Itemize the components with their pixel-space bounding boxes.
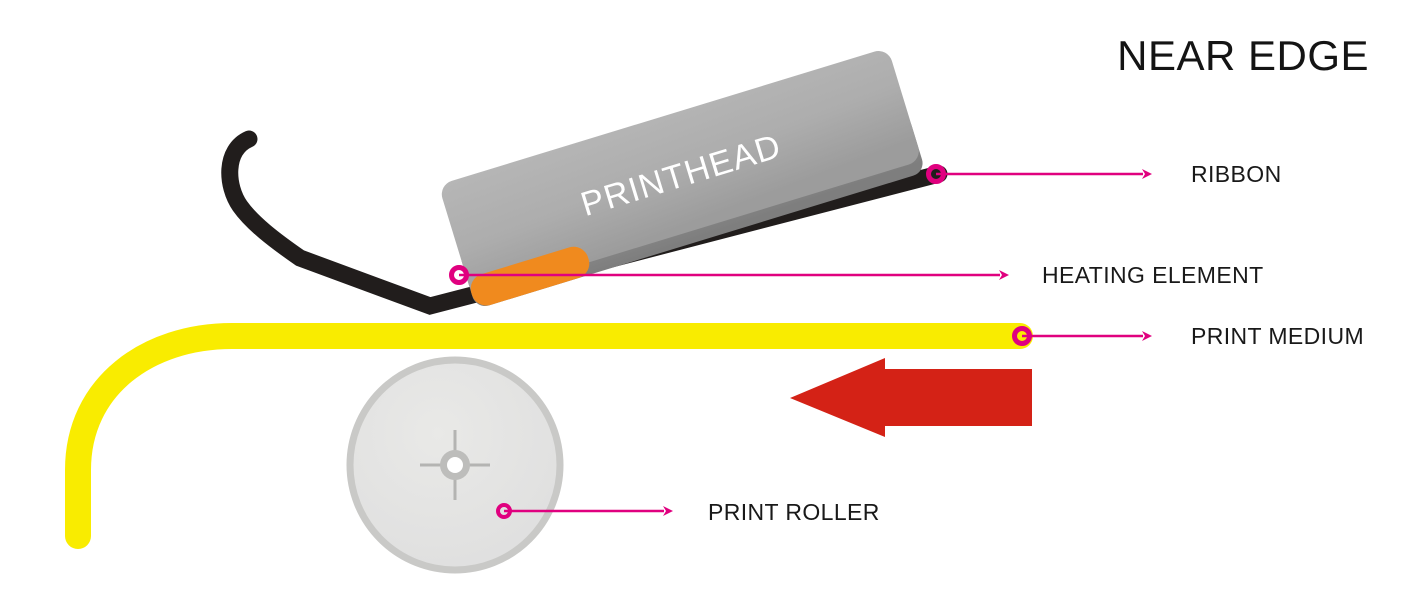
callout-marker-print-roller bbox=[496, 503, 512, 519]
callout-marker-ribbon bbox=[926, 164, 946, 184]
ribbon-path bbox=[221, 130, 948, 315]
callout-marker-heating-element bbox=[449, 265, 469, 285]
callout-label-print-medium: PRINT MEDIUM bbox=[1191, 323, 1364, 349]
roller-hub-hole bbox=[447, 457, 463, 473]
media-direction-arrow bbox=[790, 358, 1032, 437]
callout-marker-print-medium bbox=[1012, 326, 1032, 346]
print-medium-group bbox=[65, 323, 1033, 549]
page-title: NEAR EDGE bbox=[1117, 32, 1369, 79]
ribbon-group bbox=[221, 130, 948, 315]
callout-label-ribbon: RIBBON bbox=[1191, 161, 1282, 187]
callout-markers bbox=[449, 164, 1032, 519]
printhead-group: PRINTHEAD bbox=[441, 51, 923, 307]
callout-lines bbox=[459, 169, 1152, 516]
print-medium-path bbox=[65, 323, 1033, 549]
callout-label-heating-element: HEATING ELEMENT bbox=[1042, 262, 1264, 288]
printhead-body bbox=[441, 51, 919, 295]
callout-label-print-roller: PRINT ROLLER bbox=[708, 499, 880, 525]
print-roller-group bbox=[346, 356, 564, 574]
